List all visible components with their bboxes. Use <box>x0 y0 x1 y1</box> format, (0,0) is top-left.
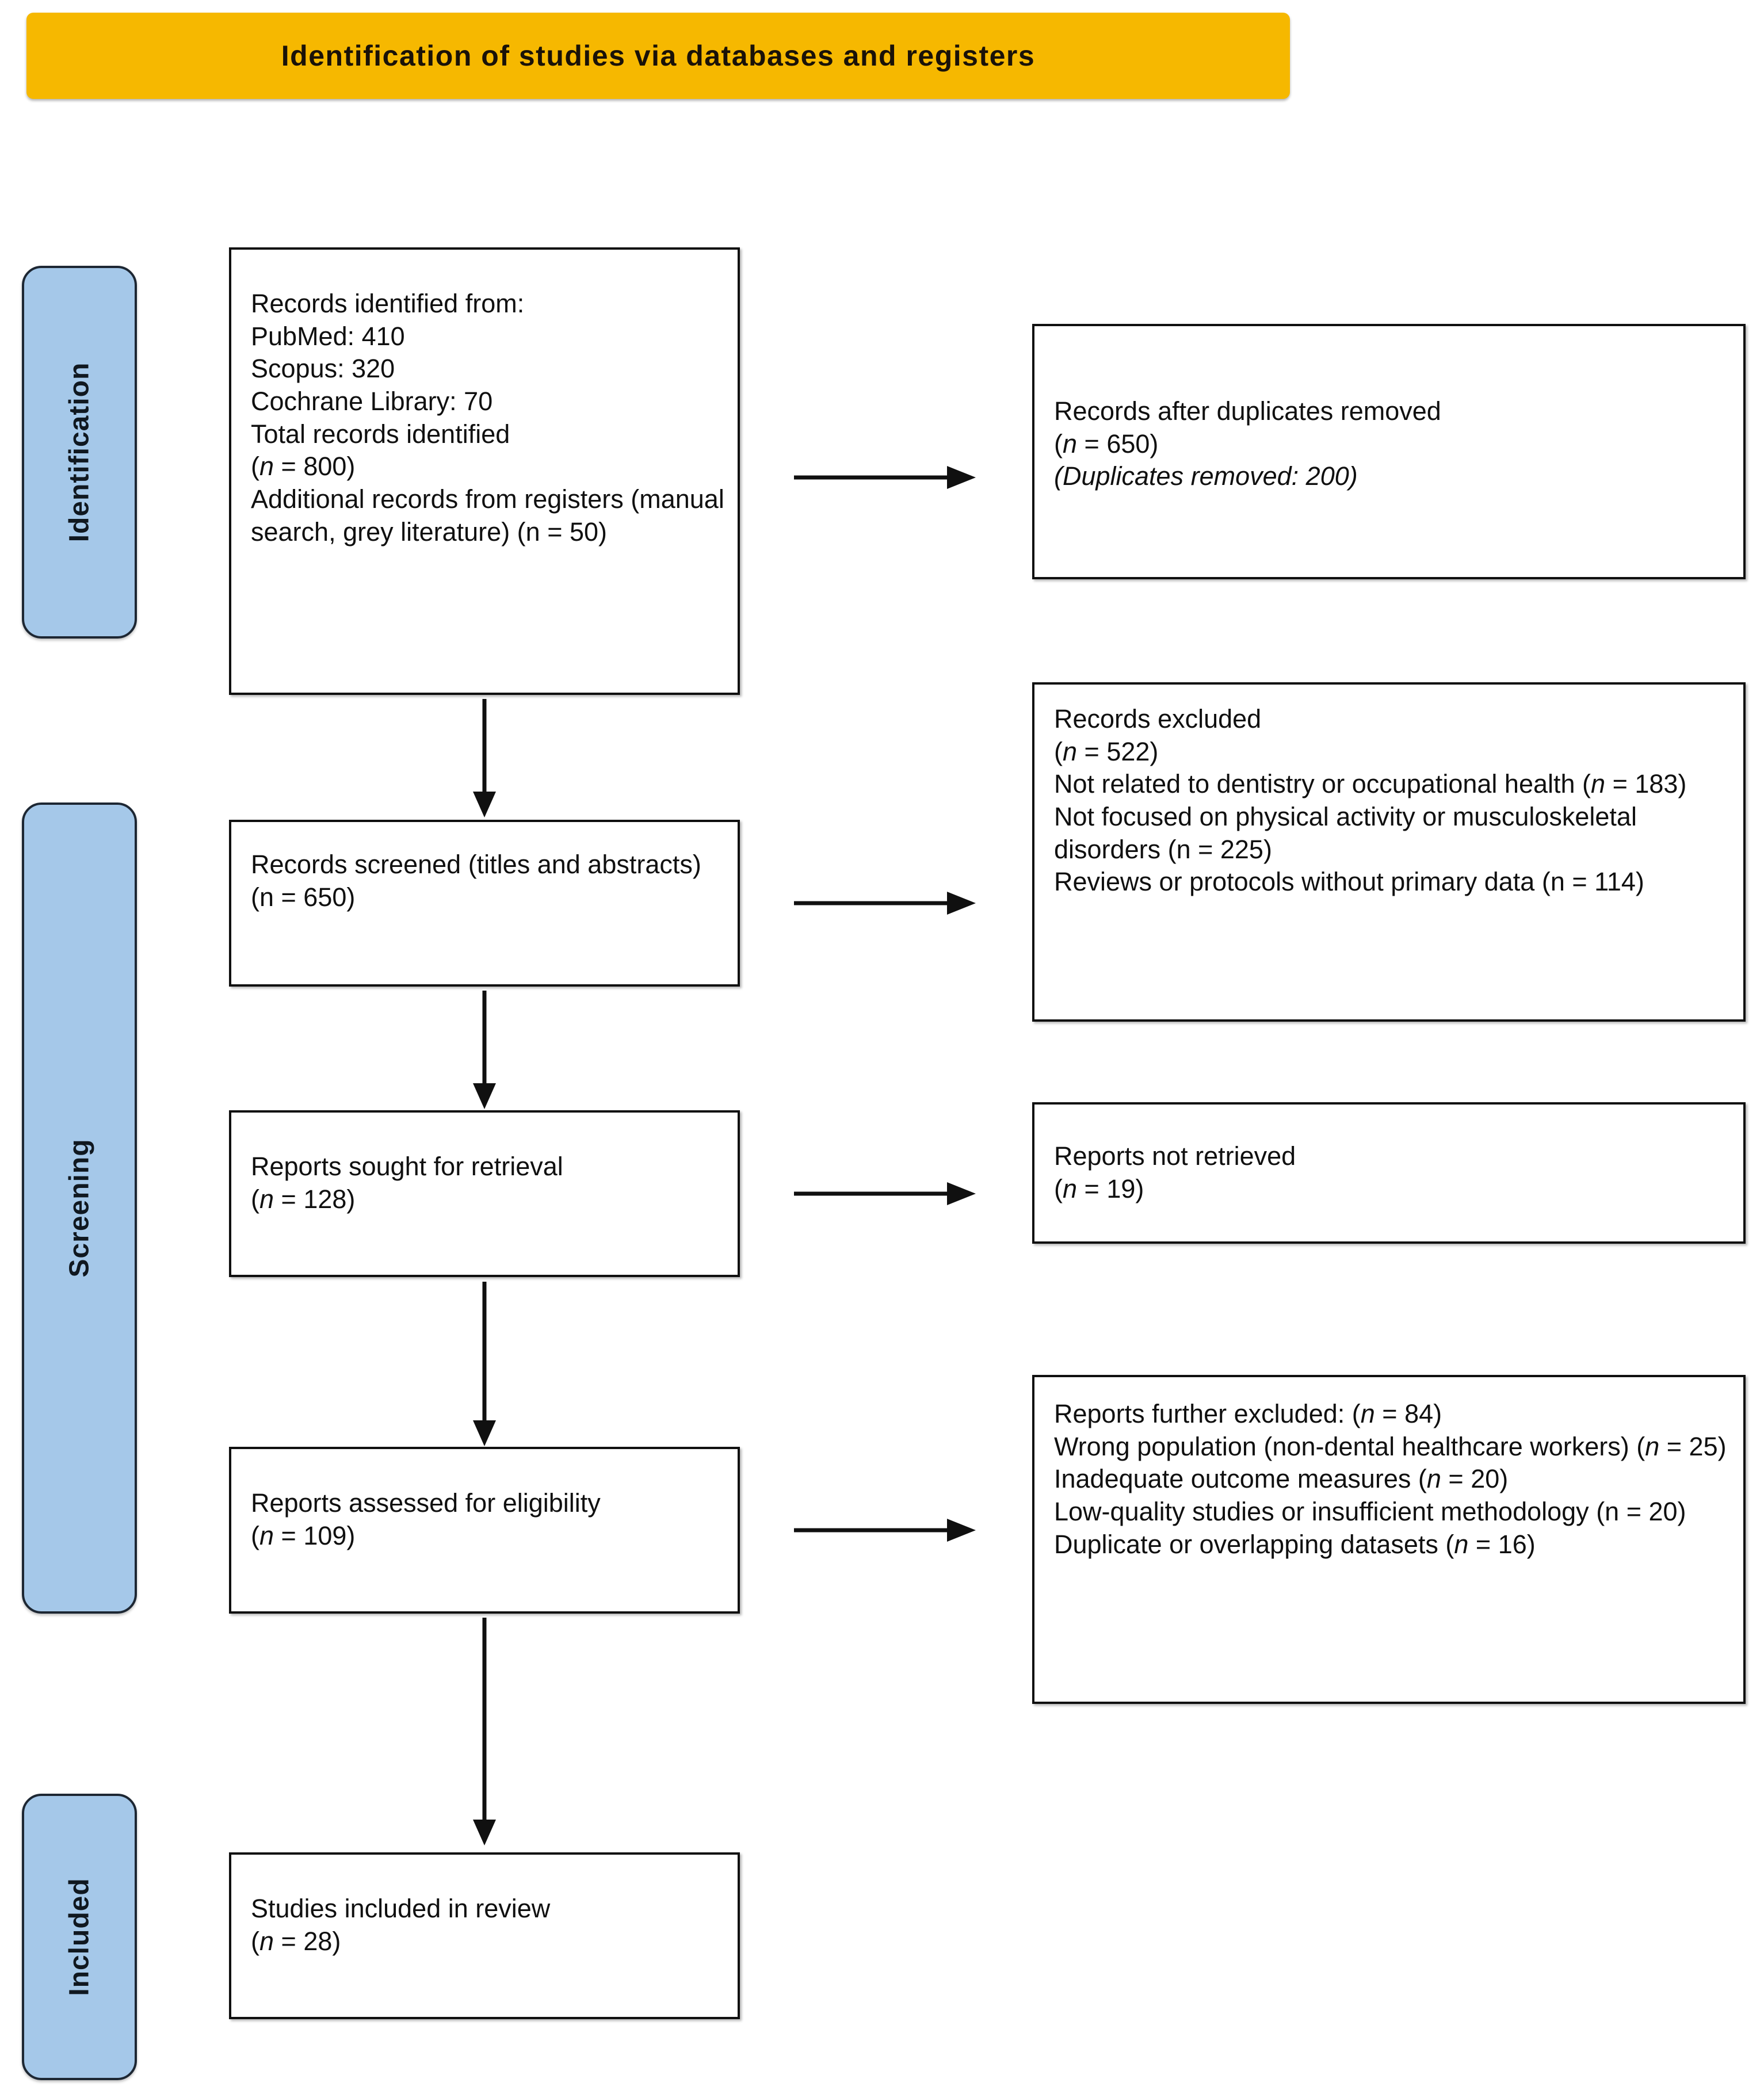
phase-rail-identification: Identification <box>22 266 137 639</box>
reason-duplicate-datasets: Duplicate or overlapping datasets (n = 1… <box>1054 1529 1536 1559</box>
phase-label-included: Included <box>64 1878 95 1996</box>
arrow-sought-to-not-retrieved <box>794 1176 978 1211</box>
box-studies-included-text: Studies included in review (n = 28) <box>251 1893 726 1958</box>
box-records-identified: Records identified from: PubMed: 410 Sco… <box>229 247 740 695</box>
box-records-excluded-text: Records excluded (n = 522) Not related t… <box>1054 703 1732 899</box>
reason-not-focused: Not focused on physical activity or musc… <box>1054 802 1637 864</box>
page-title: Identification of studies via databases … <box>281 40 1036 72</box>
arrow-identified-to-screened <box>467 699 502 820</box>
note-duplicates-removed: (Duplicates removed: 200) <box>1054 461 1358 491</box>
box-records-screened-text: Records screened (titles and abstracts) … <box>251 850 701 912</box>
box-reports-further-excluded-text: Reports further excluded: (n = 84) Wrong… <box>1054 1398 1732 1561</box>
diagram-header-banner: Identification of studies via databases … <box>26 13 1290 99</box>
count-further-excluded: Reports further excluded: (n = 84) <box>1054 1399 1442 1428</box>
reason-inadequate-outcomes: Inadequate outcome measures (n = 20) <box>1054 1464 1509 1494</box>
box-duplicates-removed: Records after duplicates removed (n = 65… <box>1032 324 1746 579</box>
arrow-screened-to-sought <box>467 991 502 1111</box>
count-after-duplicates: (n = 650) <box>1054 429 1159 458</box>
box-reports-not-retrieved: Reports not retrieved (n = 19) <box>1032 1102 1746 1244</box>
box-studies-included: Studies included in review (n = 28) <box>229 1852 740 2019</box>
phase-label-identification: Identification <box>64 362 95 542</box>
count-not-retrieved: (n = 19) <box>1054 1174 1144 1203</box>
count-reports-sought: (n = 128) <box>251 1184 356 1214</box>
box-records-identified-text: Records identified from: PubMed: 410 Sco… <box>251 288 726 549</box>
reason-not-related: Not related to dentistry or occupational… <box>1054 769 1687 799</box>
reason-low-quality: Low-quality studies or insufficient meth… <box>1054 1497 1686 1527</box>
box-reports-sought-text: Reports sought for retrieval (n = 128) <box>251 1151 726 1216</box>
box-reports-further-excluded: Reports further excluded: (n = 84) Wrong… <box>1032 1375 1746 1704</box>
arrow-screened-to-excluded <box>794 886 978 920</box>
arrow-assessed-to-included <box>467 1618 502 1848</box>
reason-reviews-protocols: Reviews or protocols without primary dat… <box>1054 867 1644 897</box>
box-duplicates-removed-text: Records after duplicates removed (n = 65… <box>1054 395 1732 493</box>
reason-wrong-population: Wrong population (non-dental healthcare … <box>1054 1431 1727 1461</box>
count-studies-included: (n = 28) <box>251 1926 341 1956</box>
phase-rail-screening: Screening <box>22 802 137 1614</box>
arrow-identified-to-duplicates <box>794 460 978 495</box>
box-reports-assessed-text: Reports assessed for eligibility (n = 10… <box>251 1487 726 1552</box>
arrow-sought-to-assessed <box>467 1282 502 1449</box>
count-reports-assessed: (n = 109) <box>251 1520 356 1550</box>
box-records-excluded: Records excluded (n = 522) Not related t… <box>1032 682 1746 1022</box>
box-reports-assessed: Reports assessed for eligibility (n = 10… <box>229 1447 740 1614</box>
box-records-screened: Records screened (titles and abstracts) … <box>229 820 740 987</box>
count-records-excluded: (n = 522) <box>1054 736 1159 766</box>
count-total-identified: (n = 800) <box>251 452 356 481</box>
phase-label-screening: Screening <box>64 1138 95 1278</box>
box-reports-sought: Reports sought for retrieval (n = 128) <box>229 1110 740 1277</box>
phase-rail-included: Included <box>22 1794 137 2080</box>
box-reports-not-retrieved-text: Reports not retrieved (n = 19) <box>1054 1140 1732 1205</box>
arrow-assessed-to-further-excluded <box>794 1513 978 1547</box>
